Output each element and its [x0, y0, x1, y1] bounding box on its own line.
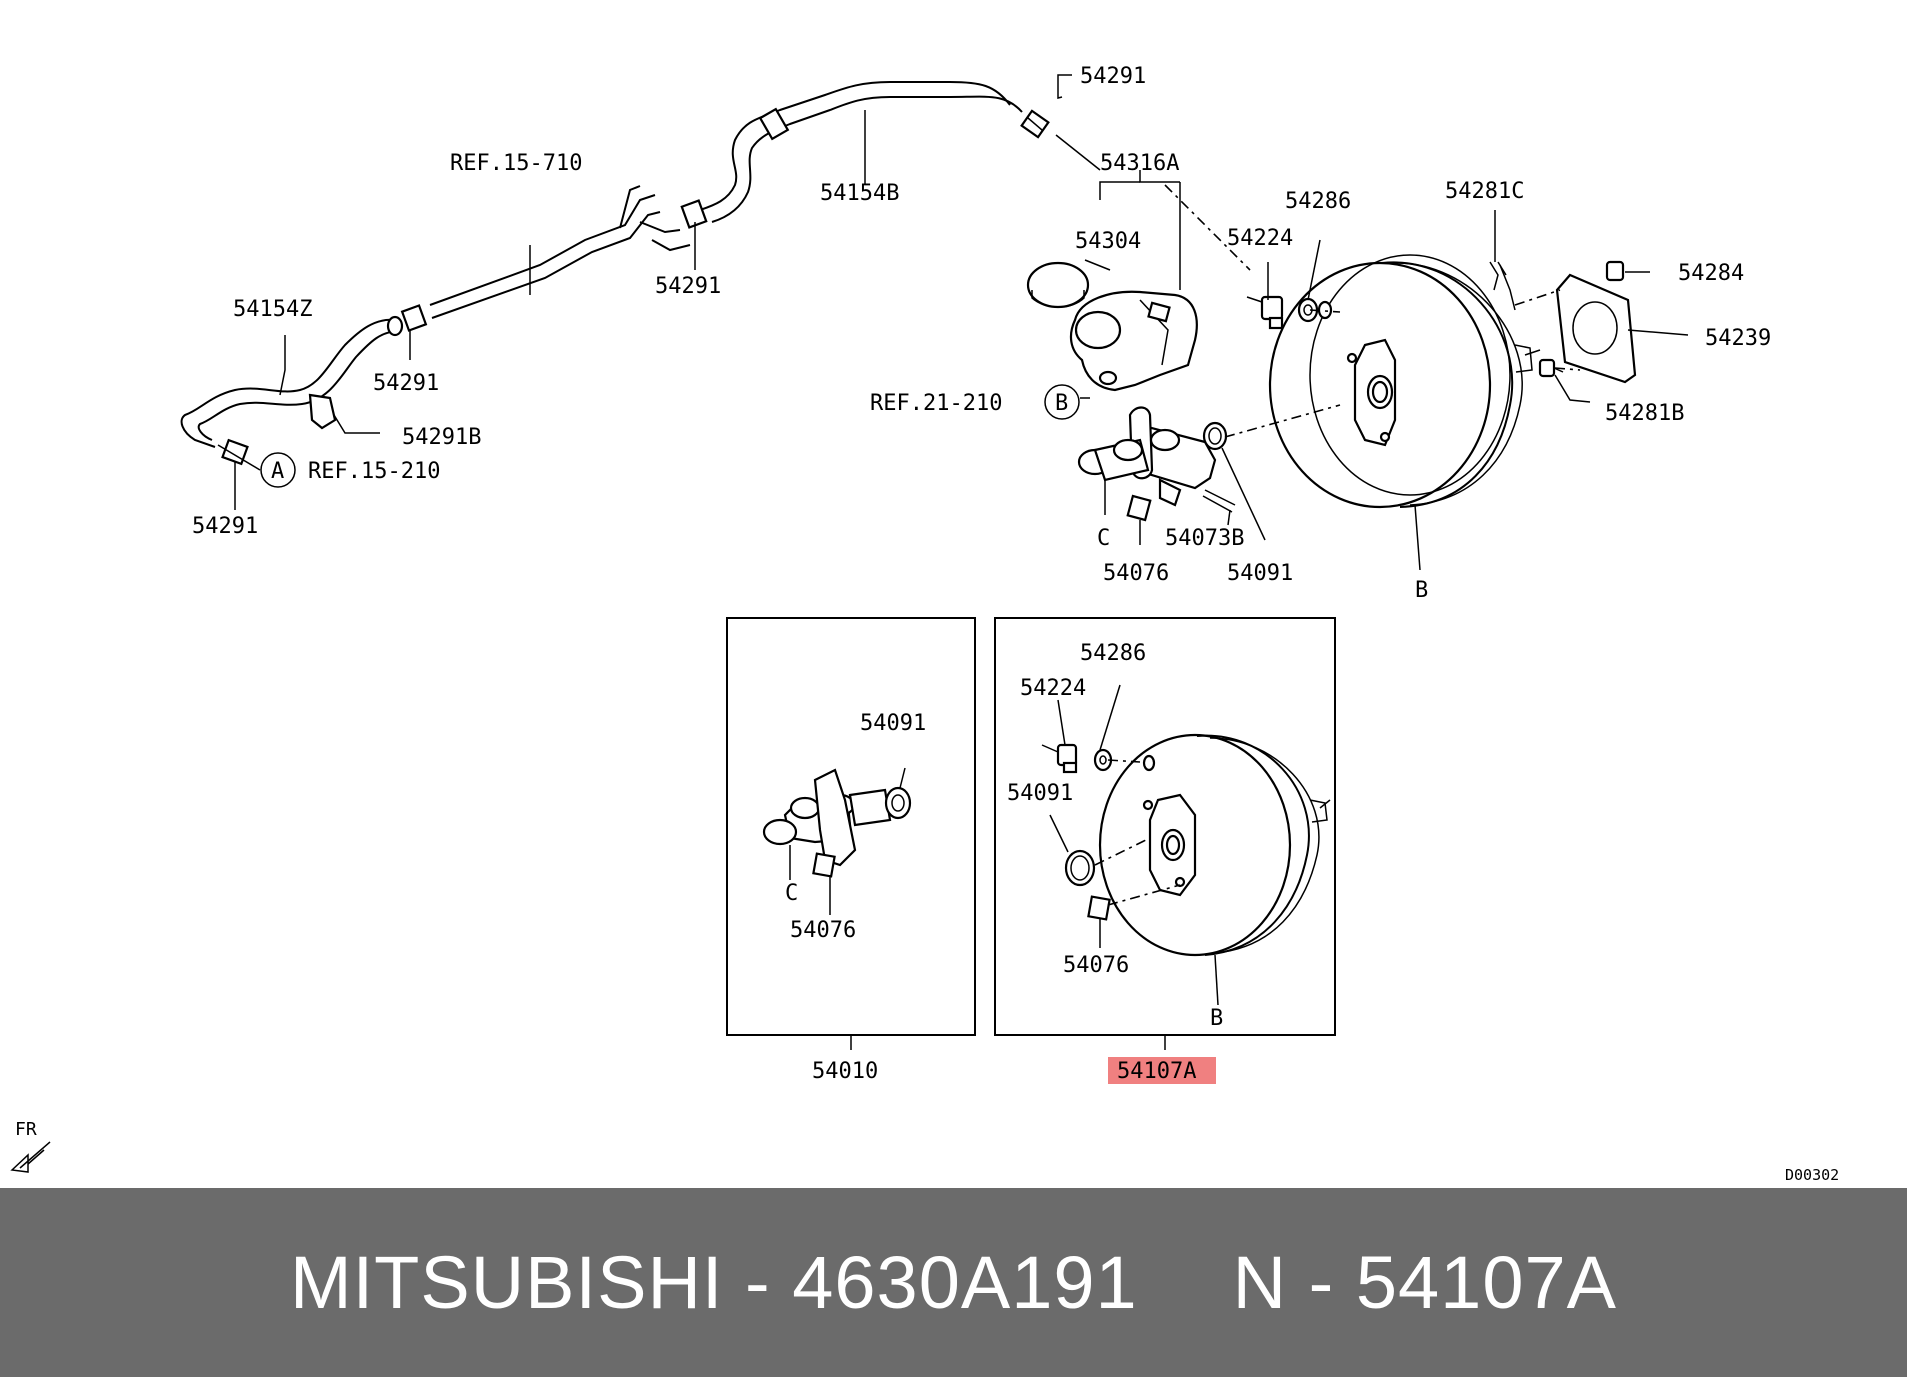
- label-54239: 54239: [1705, 326, 1771, 351]
- label-ref-21-210: REF.21-210: [870, 391, 1002, 416]
- hose-clamp-54291-mid: [680, 199, 708, 229]
- label-54154Z: 54154Z: [233, 297, 312, 322]
- brake-booster-B: [1268, 254, 1541, 509]
- label-54291-mid: 54291: [655, 274, 721, 299]
- nut-54076: [1126, 494, 1152, 522]
- box1-label-C: C: [785, 881, 798, 906]
- label-ref-15-210: REF.15-210: [308, 459, 440, 484]
- vacuum-pipe-ref-15-710: [429, 185, 691, 319]
- label-54291B: 54291B: [402, 425, 481, 450]
- front-arrow-icon: [10, 1141, 51, 1173]
- vacuum-hose-54154B: [699, 81, 1023, 223]
- label-B: B: [1415, 578, 1428, 603]
- box1-label-54076: 54076: [790, 918, 856, 943]
- bolt-54281B: [1538, 358, 1564, 378]
- box2-label-54224: 54224: [1020, 676, 1086, 701]
- label-54154B: 54154B: [820, 181, 899, 206]
- box2-label-54091: 54091: [1007, 781, 1073, 806]
- inset-box-54107A: [994, 617, 1336, 1050]
- master-cylinder: [1077, 406, 1217, 507]
- label-C: C: [1097, 526, 1110, 551]
- label-54091: 54091: [1227, 561, 1293, 586]
- label-54304: 54304: [1075, 229, 1141, 254]
- gasket-54239: [1555, 273, 1637, 384]
- nut-54284: [1605, 260, 1625, 282]
- label-54073B: 54073B: [1165, 526, 1244, 551]
- label-54284: 54284: [1678, 261, 1744, 286]
- box1-label-54091: 54091: [860, 711, 926, 736]
- label-54291-top: 54291: [1080, 64, 1146, 89]
- label-54224: 54224: [1227, 226, 1293, 251]
- label-54286: 54286: [1285, 189, 1351, 214]
- label-circle-A: A: [271, 459, 284, 484]
- box2-label-54076: 54076: [1063, 953, 1129, 978]
- label-circle-B: B: [1055, 391, 1068, 416]
- circle-B: [1044, 384, 1080, 420]
- brand-part-number: MITSUBISHI - 4630A191: [289, 1241, 1138, 1324]
- box2-label-B: B: [1210, 1006, 1223, 1031]
- reservoir-cap-54304: [1026, 261, 1090, 309]
- label-54291-left: 54291: [373, 371, 439, 396]
- leader-lines: [217, 74, 1689, 571]
- highlight-54107A: [1108, 1057, 1216, 1084]
- label-54281C: 54281C: [1445, 179, 1524, 204]
- check-valve-54224: [1246, 295, 1284, 330]
- label-54076: 54076: [1103, 561, 1169, 586]
- circle-A: [260, 452, 296, 488]
- diagram-code: D00302: [1785, 1166, 1839, 1184]
- parts-diagram: 54291 54316A 54154B REF.15-710 54291 541…: [10, 64, 1839, 1184]
- hose-54154Z: [180, 315, 404, 448]
- box1-assembly-label-54010: 54010: [812, 1059, 878, 1084]
- label-54281B: 54281B: [1605, 401, 1684, 426]
- fr-label: FR: [15, 1119, 37, 1140]
- brake-fluid-reservoir: [1069, 290, 1198, 392]
- label-54316A: 54316A: [1100, 151, 1179, 176]
- inset-box-54010: [726, 617, 976, 1050]
- footer-banner: MITSUBISHI - 4630A191 N - 54107A: [0, 1188, 1907, 1377]
- label-ref-15-710: REF.15-710: [450, 151, 582, 176]
- hose-clamp-54291-top: [1020, 109, 1050, 139]
- diagram-reference: N - 54107A: [1232, 1241, 1618, 1324]
- label-54291-bottom: 54291: [192, 514, 258, 539]
- clip-54291B: [308, 393, 337, 430]
- stud-54073B: [1202, 489, 1236, 513]
- box2-label-54286: 54286: [1080, 641, 1146, 666]
- box2-assembly-label-54107A: 54107A: [1117, 1059, 1196, 1084]
- hose-clamp-54291-bottom: [221, 438, 249, 466]
- o-ring-54091: [1202, 421, 1228, 451]
- hose-clamp-54291-left: [400, 304, 428, 332]
